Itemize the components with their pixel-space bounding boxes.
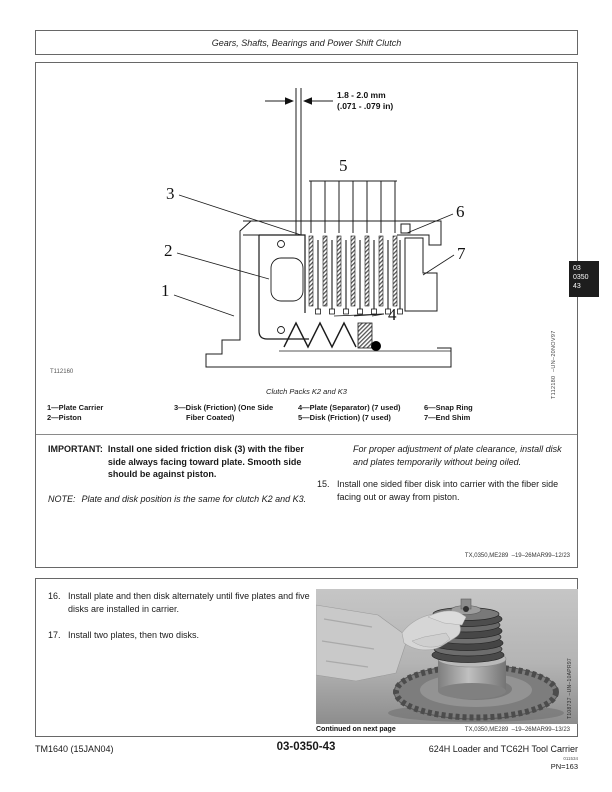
step-15: 15. Install one sided fiber disk into ca… bbox=[317, 478, 575, 503]
step-16-number: 16. bbox=[48, 591, 61, 601]
legend-column-3: 4—Plate (Separator) (7 used) 5—Disk (Fri… bbox=[298, 403, 401, 423]
text-column-right: For proper adjustment of plate clearance… bbox=[317, 443, 575, 503]
legend-item-6: 6—Snap Ring bbox=[424, 403, 473, 412]
legend-item-1: 1—Plate Carrier bbox=[47, 403, 104, 412]
legend-column-4: 6—Snap Ring 7—End Shim bbox=[424, 403, 473, 423]
dimension-imperial: (.071 - .079 in) bbox=[337, 101, 393, 111]
callout-5: 5 bbox=[339, 156, 348, 175]
legend-item-4: 4—Plate (Separator) (7 used) bbox=[298, 403, 401, 412]
chapter-tab-line3: 43 bbox=[573, 283, 581, 290]
note-text: Plate and disk position is the same for … bbox=[81, 493, 307, 504]
legend-item-3-cont: Fiber Coated) bbox=[186, 413, 235, 422]
running-header: Gears, Shafts, Bearings and Power Shift … bbox=[35, 30, 578, 55]
main-section: 1 2 3 4 5 6 7 1.8 - 2.0 mm (.071 - .079 … bbox=[35, 62, 578, 568]
callout-3: 3 bbox=[166, 184, 175, 203]
footer-pn-number: PN=163 bbox=[550, 762, 578, 771]
footer-model-name: 624H Loader and TC62H Tool Carrier bbox=[428, 744, 578, 754]
adjustment-note: For proper adjustment of plate clearance… bbox=[353, 444, 562, 467]
chapter-tab-line2: 0350 bbox=[573, 274, 589, 281]
step-17: 17. Install two plates, then two disks. bbox=[48, 629, 316, 642]
chapter-tab: 03 0350 43 bbox=[569, 261, 599, 297]
step-17-number: 17. bbox=[48, 630, 61, 640]
photo-margin-label: T108737 –UN–10APR97 bbox=[567, 658, 573, 719]
note-block: NOTE: Plate and disk position is the sam… bbox=[48, 493, 314, 506]
clutch-diagram: 1 2 3 4 5 6 7 1.8 - 2.0 mm (.071 - .079 … bbox=[161, 88, 466, 368]
step-17-text: Install two plates, then two disks. bbox=[68, 630, 200, 640]
step-15-number: 15. bbox=[317, 479, 330, 489]
legend-item-2: 2—Piston bbox=[47, 413, 82, 422]
callout-2: 2 bbox=[164, 241, 173, 260]
callout-7: 7 bbox=[457, 244, 466, 263]
clutch-photo: T108737 –UN–10APR97 bbox=[316, 589, 578, 724]
chapter-tab-line1: 03 bbox=[573, 265, 581, 272]
sleeve bbox=[316, 604, 409, 682]
footer-page-number: 03-0350-43 bbox=[276, 741, 336, 753]
continuation-section: 16. Install plate and then disk alternat… bbox=[35, 578, 578, 737]
step-15-text: Install one sided fiber disk into carrie… bbox=[337, 479, 559, 502]
legend-item-5: 5—Disk (Friction) (7 used) bbox=[298, 413, 391, 422]
step-16-text: Install plate and then disk alternately … bbox=[68, 591, 310, 614]
section1-reference: TX,0350,ME289 –19–26MAR99–12/23 bbox=[464, 553, 570, 559]
figure-caption: Clutch Packs K2 and K3 bbox=[266, 387, 347, 396]
callout-1: 1 bbox=[161, 281, 170, 300]
important-label: IMPORTANT: bbox=[48, 444, 103, 454]
step-16: 16. Install plate and then disk alternat… bbox=[48, 590, 316, 615]
page-header-title: Gears, Shafts, Bearings and Power Shift … bbox=[211, 37, 402, 48]
footer-manual-number: TM1640 (15JAN04) bbox=[35, 744, 114, 754]
important-block: IMPORTANT: Install one sided friction di… bbox=[48, 443, 314, 481]
callout-6: 6 bbox=[456, 202, 465, 221]
callout-4: 4 bbox=[388, 305, 397, 324]
important-text: Install one sided friction disk (3) with… bbox=[107, 444, 304, 479]
footer-print-code: 011534 bbox=[563, 756, 578, 761]
note-label: NOTE: bbox=[48, 493, 76, 504]
steps-column: 16. Install plate and then disk alternat… bbox=[48, 580, 316, 642]
continued-label: Continued on next page bbox=[316, 726, 396, 733]
text-column-left: IMPORTANT: Install one sided friction di… bbox=[48, 443, 314, 505]
legend-column-1: 1—Plate Carrier 2—Piston bbox=[47, 403, 103, 423]
dimension-metric: 1.8 - 2.0 mm bbox=[337, 90, 386, 100]
legend-item-7: 7—End Shim bbox=[424, 413, 471, 422]
section2-reference: TX,0350,ME289 –19–26MAR99–13/23 bbox=[464, 727, 570, 733]
figure-id-label: T112160 bbox=[50, 369, 74, 375]
legend-item-3: 3—Disk (Friction) (One Side bbox=[174, 403, 274, 412]
legend-divider bbox=[36, 434, 577, 435]
legend-column-2: 3—Disk (Friction) (One Side Fiber Coated… bbox=[174, 403, 273, 423]
